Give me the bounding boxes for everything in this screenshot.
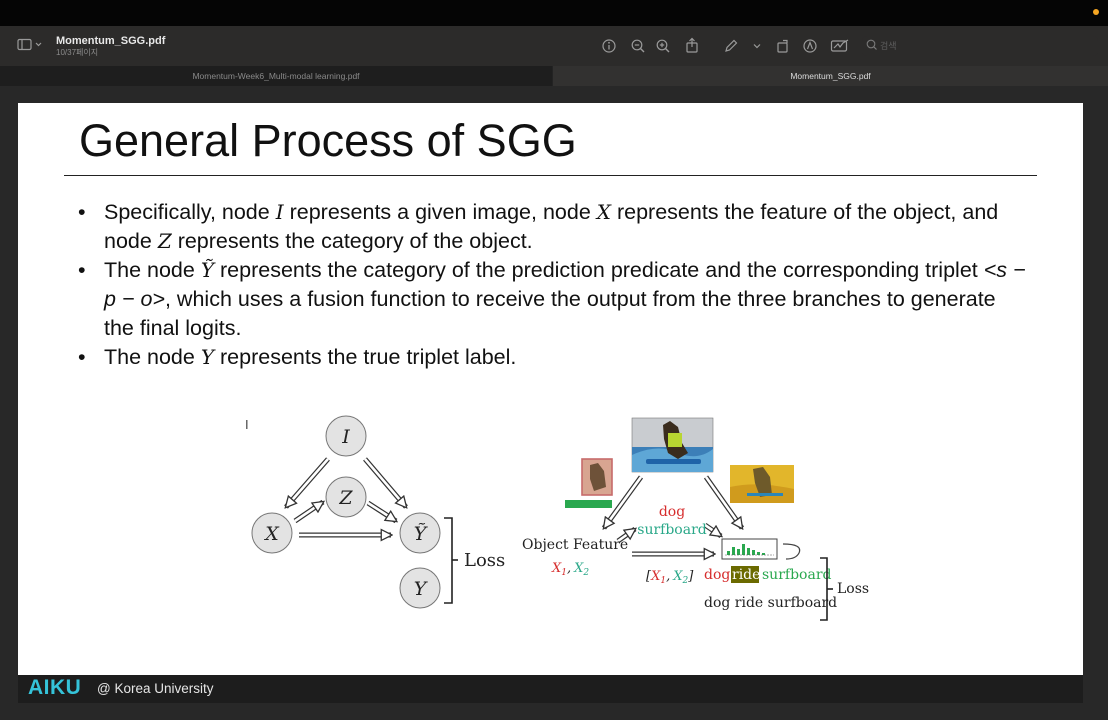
node-y-label: Y — [414, 578, 429, 600]
surfboard-crop-image — [730, 465, 794, 503]
pred-dog-label: dog — [704, 567, 730, 583]
bullet-item-1: Specifically, node I represents a given … — [78, 198, 1028, 256]
rotate-icon[interactable] — [774, 38, 792, 58]
search-icon — [865, 38, 879, 55]
loss-label-right: Loss — [837, 581, 869, 597]
causal-graph: I Z X Ỹ Y Loss — [251, 415, 505, 609]
node-y — [399, 567, 441, 609]
sidebar-toggle-icon[interactable] — [16, 38, 44, 56]
math-symbol: Y — [200, 345, 215, 369]
x1-symbol: X — [551, 561, 562, 576]
pred-surfboard-label: surfboard — [762, 567, 832, 583]
bullet-text: represents the category of the predictio… — [214, 258, 984, 282]
notification-dot — [1093, 9, 1099, 15]
x1-symbol: X — [650, 569, 661, 584]
markup-icon[interactable] — [801, 38, 819, 58]
node-x-label: X — [263, 523, 280, 545]
dog-category-label: dog — [659, 504, 685, 520]
fusion-loop-arrow — [782, 543, 801, 560]
node-ytilde — [399, 512, 441, 554]
title-divider — [64, 175, 1037, 176]
node-z-label: Z — [338, 487, 353, 509]
bullet-text: represents the true triplet label. — [214, 345, 517, 369]
x2-symbol: X — [573, 561, 584, 576]
math-symbol: Z — [157, 229, 172, 253]
x2-symbol: X — [672, 569, 683, 584]
sgg-diagram: I Z X Ỹ Y Loss — [251, 415, 869, 621]
page-indicator: 10/37페이지 — [56, 48, 99, 57]
pen-icon[interactable] — [722, 38, 740, 58]
bullet-text: represents a given image, node — [283, 200, 597, 224]
tab-week6-pdf[interactable]: Momentum-Week6_Multi-modal learning.pdf — [0, 66, 552, 86]
edge-x-z-inner — [294, 502, 323, 523]
pipeline-diagram: Object Feature X1,X2 dog surfboard [X1,X… — [522, 417, 869, 621]
feature-pair-label: [X1,X2] — [646, 569, 694, 586]
surfboard-category-label: surfboard — [637, 522, 707, 538]
search-input[interactable] — [880, 36, 1090, 56]
pdf-page-slide: General Process of SGG Specifically, nod… — [18, 103, 1083, 675]
system-menubar — [0, 0, 1108, 26]
math-symbol: Ỹ — [200, 258, 215, 282]
arrow-feature-to-category-inner — [617, 529, 635, 543]
object-feature-label: Object Feature — [522, 537, 628, 553]
tab-momentum-sgg-pdf[interactable]: Momentum_SGG.pdf — [553, 66, 1108, 86]
x1-subscript: 1 — [561, 568, 567, 578]
node-i — [325, 415, 367, 457]
ride-highlight — [731, 566, 759, 583]
bullet-list: Specifically, node I represents a given … — [78, 198, 1028, 372]
bullet-text: represents the category of the object. — [171, 229, 533, 253]
triplet-notation: <s − p − o> — [104, 258, 1026, 311]
slide-footer: AIKU @ Korea University — [18, 675, 1083, 703]
text-cursor-icon: I — [245, 417, 249, 432]
bullet-item-3: The node Y represents the true triplet l… — [78, 343, 1028, 372]
arrow-category-to-logits-inner — [704, 523, 721, 536]
symbol-comma: , — [666, 569, 670, 584]
edge-z-y-inner — [367, 501, 396, 521]
x1-subscript: 1 — [660, 576, 666, 586]
bullet-text: The node — [104, 345, 201, 369]
arrow-image-to-feature-inner — [604, 476, 643, 528]
input-image — [631, 417, 714, 473]
edge-i-y-inner — [364, 458, 406, 507]
symbol-comma: , — [567, 561, 571, 576]
pred-ride-label: ride — [732, 567, 760, 583]
document-tabbar: Momentum-Week6_Multi-modal learning.pdf … — [0, 66, 1108, 86]
x2-subscript: 2 — [582, 568, 589, 578]
loss-label-left: Loss — [464, 550, 505, 571]
dog-crop-image — [565, 458, 613, 508]
logits-histogram — [721, 538, 801, 560]
slide-title: General Process of SGG — [79, 115, 577, 166]
pdf-toolbar: Momentum_SGG.pdf 10/37페이지 — [0, 26, 1108, 66]
aiku-logo: AIKU — [28, 676, 82, 699]
bullet-text: represents the feature of the object, an… — [104, 200, 999, 253]
chevron-down-icon[interactable] — [748, 38, 766, 58]
bullet-text: The node — [104, 258, 201, 282]
node-x — [251, 512, 293, 554]
bullet-text: , which uses a fusion function to receiv… — [104, 287, 996, 340]
zoom-out-icon[interactable] — [629, 38, 647, 58]
zoom-in-icon[interactable] — [654, 38, 672, 58]
share-icon[interactable] — [683, 37, 701, 58]
search-field[interactable] — [862, 36, 1098, 56]
node-ytilde-label: Ỹ — [414, 523, 429, 545]
x2-subscript: 2 — [681, 576, 688, 586]
signature-icon[interactable] — [830, 38, 849, 58]
node-i-label: I — [341, 426, 350, 448]
info-icon[interactable] — [600, 38, 618, 58]
math-symbol: X — [596, 200, 611, 224]
edge-i-x-inner — [286, 458, 329, 507]
document-title: Momentum_SGG.pdf — [56, 35, 166, 47]
footer-text: @ Korea University — [97, 681, 214, 696]
bullet-item-2: The node Ỹ represents the category of th… — [78, 256, 1028, 343]
ground-truth-triplet: dog ride surfboard — [704, 595, 837, 611]
loss-bracket-left — [444, 517, 453, 604]
arrow-image-to-logits-inner — [704, 476, 742, 528]
object-feature-symbols: X1,X2 — [551, 561, 589, 578]
math-symbol: I — [275, 200, 284, 224]
bullet-text: Specifically, node — [104, 200, 276, 224]
node-z — [325, 476, 367, 518]
